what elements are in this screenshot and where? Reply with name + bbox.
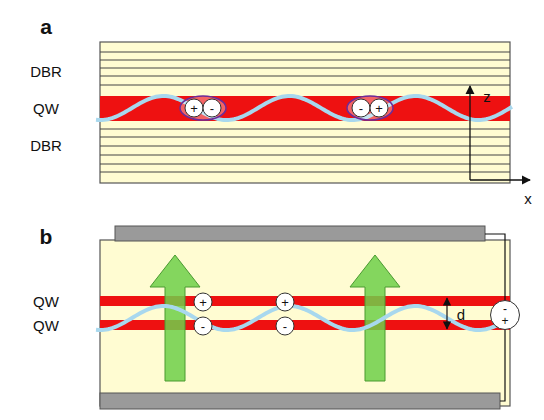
dimension-label: d [457, 307, 465, 322]
z-axis [469, 86, 470, 180]
axis-label: z [483, 89, 491, 104]
hole-charge: + [370, 99, 389, 118]
charge-sign: + [501, 315, 508, 327]
dbr-layer [100, 172, 510, 173]
dbr-layer [100, 76, 510, 77]
hole-charge: + [276, 293, 295, 312]
cavity-box [100, 42, 510, 183]
dbr-layers [100, 52, 510, 85]
light-wave [96, 96, 512, 120]
electron-charge: - [352, 99, 371, 118]
layer-name: QW [33, 318, 59, 333]
dbr-layer [100, 137, 510, 138]
dimension-arrow [446, 298, 447, 329]
dbr-layer [100, 52, 510, 53]
device-box [100, 240, 510, 406]
dbr-layer [100, 129, 510, 130]
x-axis [470, 179, 530, 180]
charge-sign: + [281, 296, 289, 309]
light-wave [96, 306, 512, 330]
dbr-layer [100, 60, 510, 61]
wire [500, 329, 505, 401]
electron-charge: - [194, 317, 213, 336]
charge-sign: - [210, 102, 214, 115]
electron-charge: - [203, 99, 222, 118]
exciton-outline [347, 96, 393, 120]
dbr-layer [100, 68, 510, 69]
dbr-layer [100, 155, 510, 156]
electron-charge: - [276, 317, 295, 336]
layer-name: DBR [30, 138, 62, 153]
top-electrode [115, 226, 485, 241]
charge-sign: - [503, 303, 507, 315]
dbr-layers [100, 129, 510, 172]
hole-charge: + [185, 99, 204, 118]
wire [485, 234, 505, 301]
charge-sign: + [375, 102, 383, 115]
charge-sign: - [283, 320, 287, 333]
field-arrow [350, 255, 400, 381]
axis-label: x [524, 191, 532, 206]
dbr-layer [100, 85, 510, 86]
charge-sign: - [359, 102, 363, 115]
layer-name: QW [33, 294, 59, 309]
panel-letter: b [40, 226, 53, 247]
dbr-layer [100, 164, 510, 165]
charge-sign: - [201, 320, 205, 333]
quantum-well [100, 320, 510, 330]
bottom-electrode [100, 393, 500, 409]
layer-name: QW [33, 101, 59, 116]
charge-sign: + [199, 296, 207, 309]
dbr-layer [100, 146, 510, 147]
layer-name: DBR [30, 64, 62, 79]
hole-charge: + [194, 293, 213, 312]
exciton-outline [180, 96, 226, 120]
charge-sign: + [190, 102, 198, 115]
voltage-source: -+ [490, 300, 520, 330]
panel-letter: a [40, 16, 52, 37]
